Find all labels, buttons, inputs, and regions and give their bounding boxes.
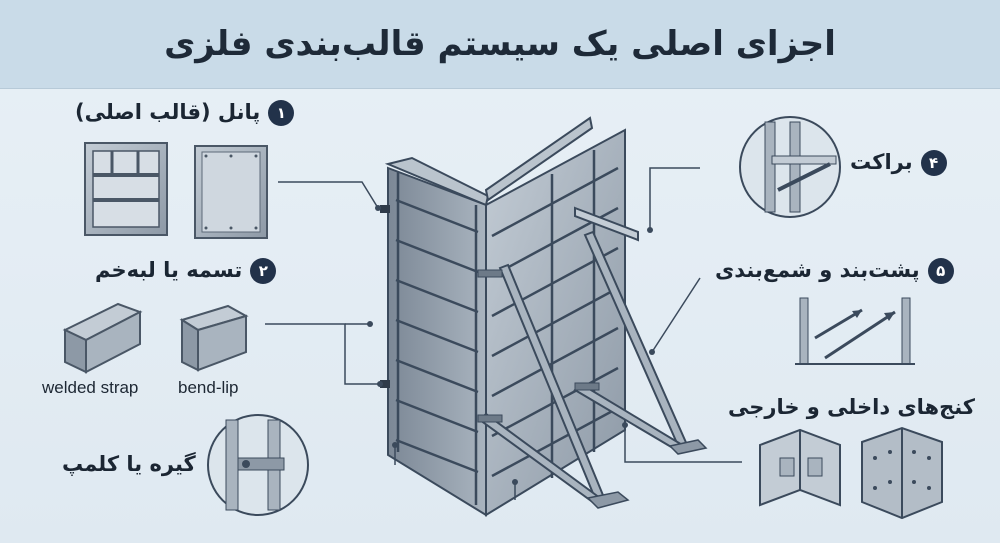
panel-frame-icon [84,142,168,236]
badge-5: ۵ [927,258,954,284]
inner-corner-icon [759,428,841,507]
badge-2: ۲ [250,258,277,284]
bend-lip-icon [179,304,249,372]
outer-corner-icon [861,426,943,520]
label-clamp: گیره یا کلمپ [62,452,196,476]
props-detail-icon [795,297,915,365]
panel-sheet-icon [194,145,268,239]
bracket-detail-icon [739,116,841,218]
caption-welded-strap: welded strap [42,378,139,397]
badge-1: ۱ [268,100,295,126]
title-banner: اجزای اصلی یک سیستم قالب‌بندی فلزی [0,0,1000,89]
label-props: ۵پشت‌بند و شمع‌بندی [715,258,954,284]
label-bracket: ۴براکت [850,150,947,176]
badge-4: ۴ [920,150,947,176]
page-title: اجزای اصلی یک سیستم قالب‌بندی فلزی [164,24,836,64]
label-corners: کنج‌های داخلی و خارجی [728,395,976,419]
formwork-assembly [380,116,708,517]
clamp-detail-icon [207,414,309,516]
welded-strap-icon [62,302,143,374]
caption-bend-lip: bend-lip [178,378,239,397]
label-strap: ۲تسمه یا لبه‌خم [95,258,277,284]
label-panel: ۱پانل (قالب اصلی) [75,100,295,126]
